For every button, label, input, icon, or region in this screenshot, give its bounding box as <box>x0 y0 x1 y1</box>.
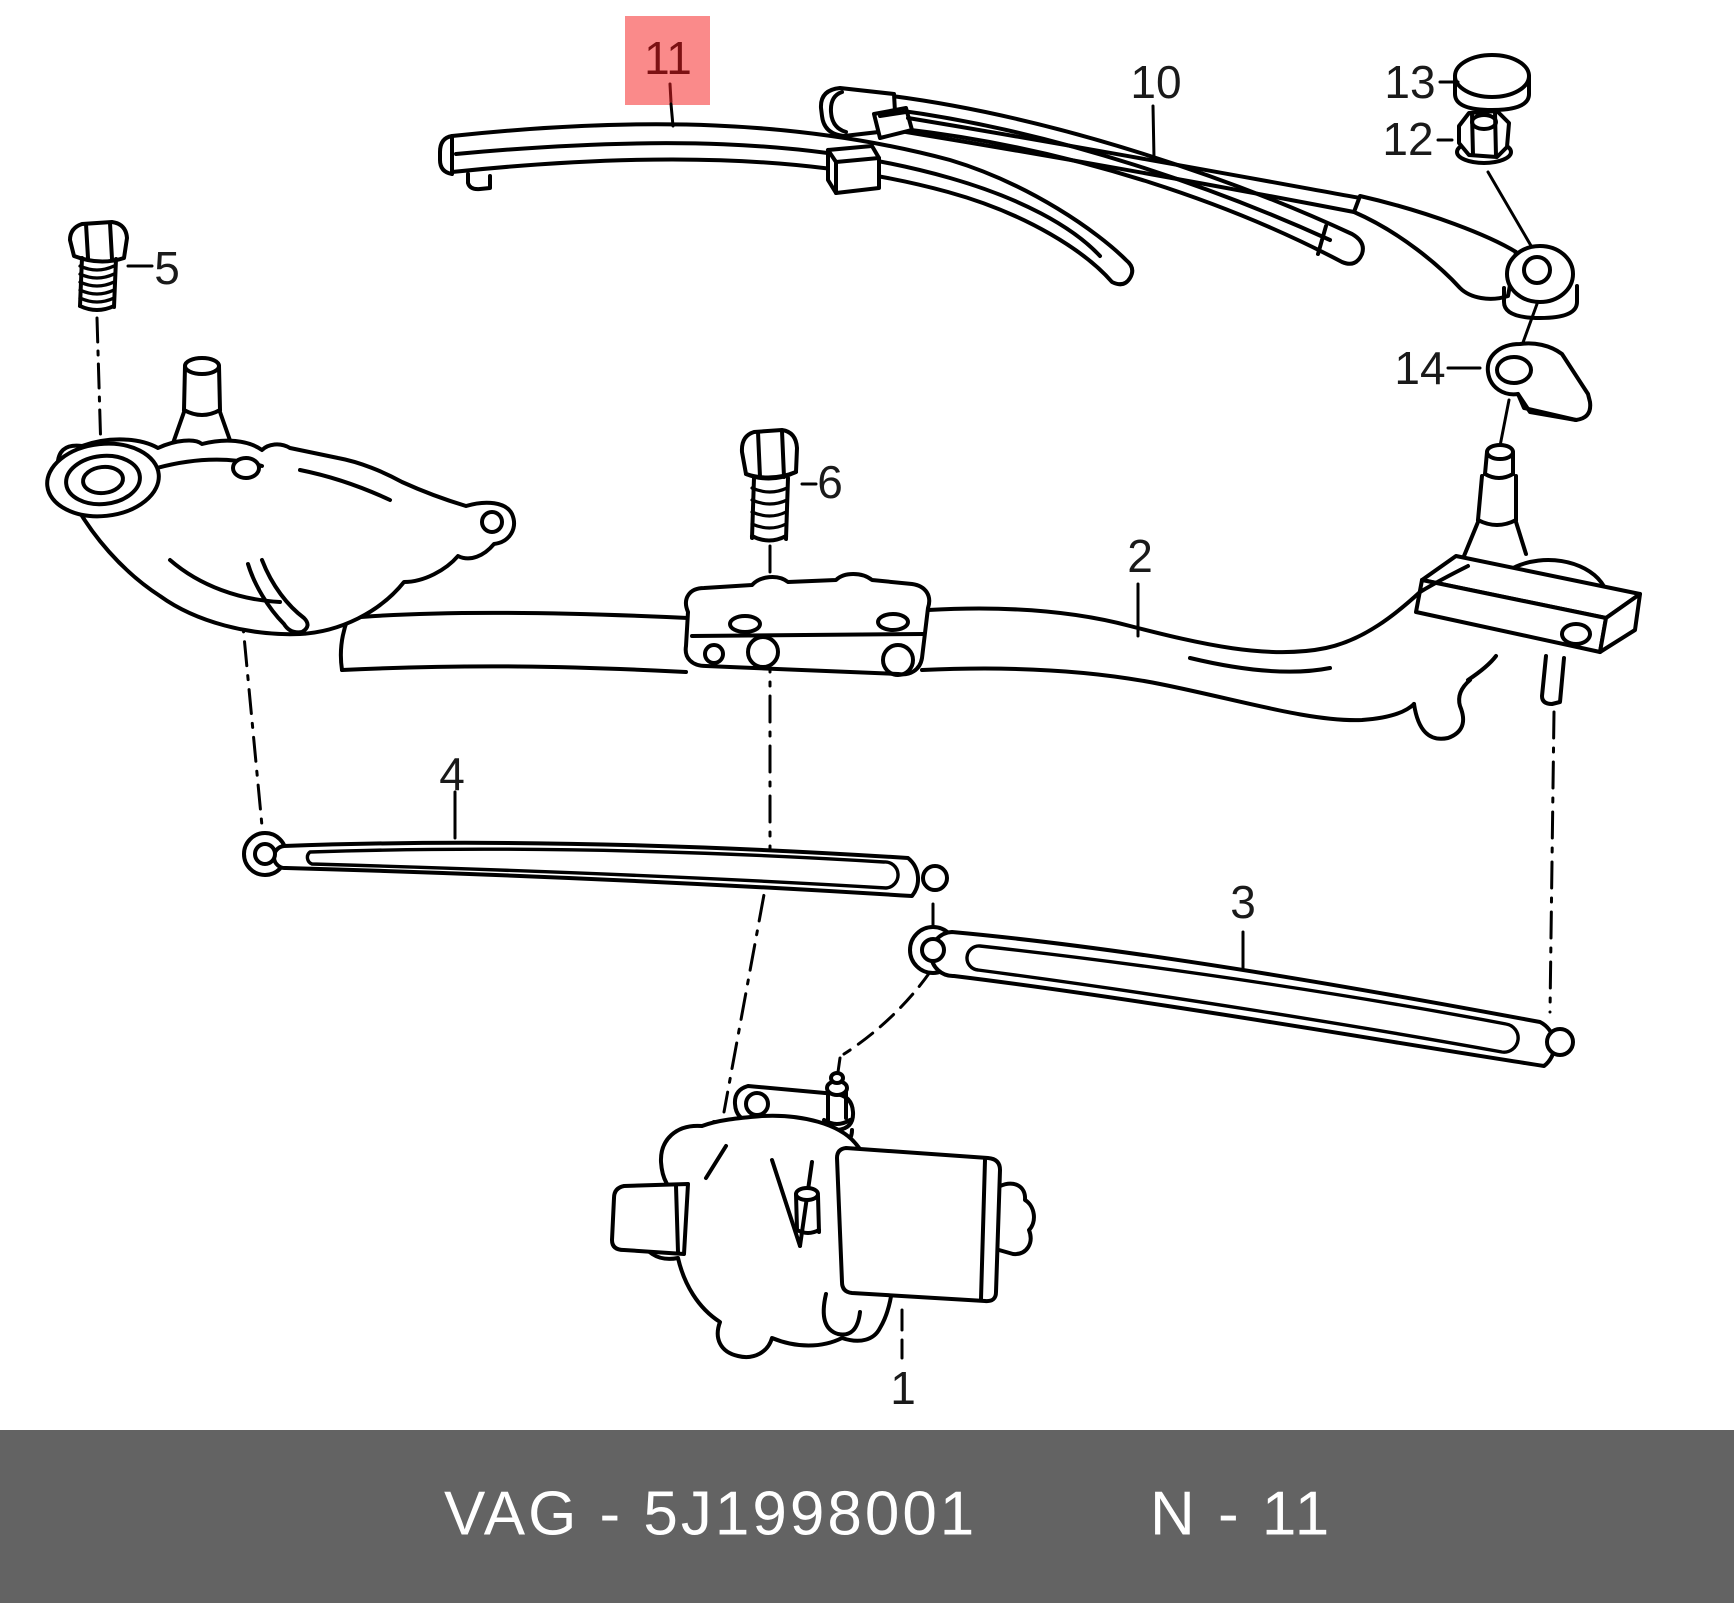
label-leaders <box>126 80 1482 1360</box>
motor-mount-left <box>610 1182 690 1256</box>
label-part-13[interactable]: 13 <box>1384 56 1435 108</box>
label-part-2[interactable]: 2 <box>1127 530 1153 582</box>
label-part-5[interactable]: 5 <box>154 242 180 294</box>
catalog-code: VAG - 5J1998001 <box>444 1479 978 1549</box>
part-4-link-rod <box>242 831 949 898</box>
part-3-link-rod <box>908 925 1575 1068</box>
left-pivot-assembly <box>45 356 516 637</box>
pivot-eyelet-left <box>45 441 161 519</box>
highlight-part-11 <box>625 16 710 105</box>
diagram-area: 5 6 2 4 3 1 10 11 12 13 14 <box>45 16 1642 1414</box>
part-14-spacer <box>1485 341 1593 422</box>
label-part-14[interactable]: 14 <box>1394 342 1445 394</box>
part-10-wiper-blade-arm <box>818 86 1579 320</box>
mount-plate-right <box>1414 554 1642 706</box>
catalog-footer-bar: VAG - 5J1998001 N - 11 <box>0 1430 1734 1603</box>
label-part-10[interactable]: 10 <box>1130 56 1181 108</box>
pivot-crank <box>246 558 310 635</box>
part-12-nut <box>1455 109 1513 165</box>
part-11-wiper-blade <box>438 122 1135 287</box>
pivot-bracket <box>55 437 516 637</box>
label-part-12[interactable]: 12 <box>1382 113 1433 165</box>
label-part-3[interactable]: 3 <box>1230 876 1256 928</box>
motor-foot <box>821 1292 862 1337</box>
label-part-4[interactable]: 4 <box>439 748 465 800</box>
motor-body <box>835 1146 1036 1304</box>
part-6-bolt <box>739 428 799 543</box>
label-part-6[interactable]: 6 <box>817 456 843 508</box>
part-2-linkage-frame <box>338 564 1498 741</box>
right-pivot-assembly <box>1414 443 1642 706</box>
part-5-bolt <box>68 220 129 312</box>
gearbox-stub <box>794 1186 821 1235</box>
label-part-1[interactable]: 1 <box>890 1362 916 1414</box>
part-1-wiper-motor <box>610 1071 1036 1359</box>
label-part-11[interactable]: 11 <box>644 32 692 84</box>
part-13-cap <box>1453 53 1531 112</box>
page-reference: N - 11 <box>1150 1479 1333 1549</box>
center-mount-plate <box>683 572 932 677</box>
wiper-assembly-diagram: 5 6 2 4 3 1 10 11 12 13 14 <box>45 16 1642 1414</box>
part-labels: 5 6 2 4 3 1 10 11 12 13 14 <box>154 32 1445 1414</box>
pivot-shaft-right <box>1462 443 1528 558</box>
